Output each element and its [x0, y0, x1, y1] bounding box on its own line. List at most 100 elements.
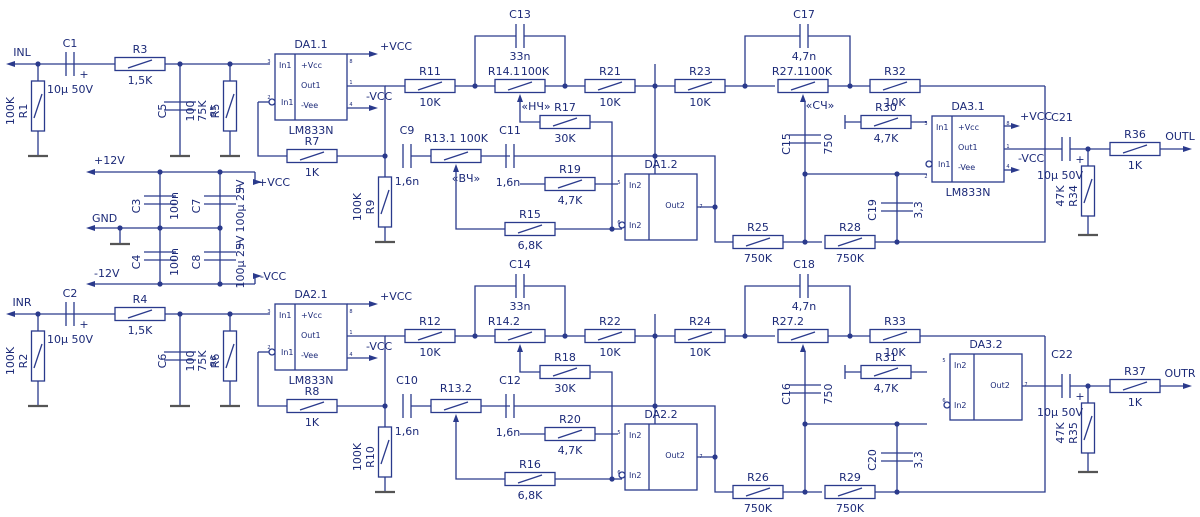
resistor-r4-mark [127, 309, 153, 319]
opamp-da32-inverting-marker [943, 401, 951, 409]
pot-label-sch: «СЧ» [806, 99, 835, 112]
opamp-da32-pin-in-neg: In2 [954, 401, 967, 410]
resistor-r10-ref: R10 [364, 446, 377, 468]
resistor-r4-value: 1,5K [128, 324, 153, 337]
resistor-r15-mark [517, 224, 543, 234]
resistor-r10-mark [380, 439, 390, 465]
wiper-arrow-icon [517, 344, 523, 352]
junction-dot [217, 281, 223, 287]
wire [590, 121, 613, 229]
wire [519, 352, 540, 373]
opamp-da32-pin-out: Out2 [990, 381, 1010, 390]
wire [875, 336, 1046, 493]
supply-arrow-icon [253, 273, 262, 279]
resistor-r21-value: 10K [599, 96, 621, 109]
opamp-da12-pin-in: In2 [629, 181, 642, 190]
capacitor-c1-value: 10µ 50V [47, 83, 93, 96]
resistor-r5-value: 75K [196, 100, 209, 122]
resistor-r142-mark [507, 331, 533, 341]
resistor-r11-ref: R11 [419, 65, 441, 78]
opamp-da11-pin-vcc: +Vcc [301, 61, 322, 70]
wire [524, 285, 566, 336]
resistor-r33-ref: R33 [884, 315, 906, 328]
resistor-r132-ref: R13.2 [440, 382, 472, 395]
wire [697, 456, 740, 493]
input-label-inr: INR [12, 296, 31, 309]
resistor-r6-ref: R6 [209, 354, 222, 369]
opamp-da31-pin-number: 8 [1006, 121, 1009, 127]
capacitor-c21-ref: C21 [1051, 111, 1073, 124]
resistor-r11-value: 10K [419, 96, 441, 109]
resistor-r7-value: 1K [305, 166, 320, 179]
resistor-r141-value: 100K [521, 65, 550, 78]
resistor-r10-value: 100K [351, 442, 364, 471]
resistor-r32-mark [882, 81, 908, 91]
opamp-da21-part: LM833N [289, 374, 334, 387]
resistor-r29-value: 750K [836, 502, 865, 515]
wire [697, 206, 740, 243]
opamp-da31-part: LM833N [946, 186, 991, 199]
opamp-da22-pin-number: 5 [617, 430, 620, 436]
opamp-da22 [624, 423, 698, 491]
capacitor-c22-ref: C22 [1051, 348, 1073, 361]
opamp-da22-pin-number: 7 [699, 454, 702, 460]
opamp-da21-pin-in1: In1 [279, 311, 292, 320]
opamp-da12-pin-number: 5 [617, 180, 620, 186]
plus-sign: + [79, 318, 88, 331]
resistor-r132-mark [443, 401, 469, 411]
capacitor-c15-ref: C15 [780, 133, 793, 155]
resistor-r15-ref: R15 [519, 208, 541, 221]
resistor-r26-mark [745, 487, 771, 497]
resistor-r5-mark [225, 93, 235, 119]
resistor-r6-value: 75K [196, 350, 209, 372]
resistor-r32-ref: R32 [884, 65, 906, 78]
capacitor-c16-value: 750 [822, 384, 835, 405]
capacitor-c10-value: 1,6n [395, 425, 419, 438]
opamp-da31-pin-vee: -Vee [958, 163, 975, 172]
resistor-r37-value: 1K [1128, 396, 1143, 409]
wire [524, 35, 566, 86]
resistor-r16-value: 6,8K [518, 489, 543, 502]
opamp-da31 [931, 115, 1005, 183]
wire [808, 285, 851, 336]
input-arrow-icon [6, 61, 15, 67]
resistor-r12-ref: R12 [419, 315, 441, 328]
opamp-da32-pin-number: 7 [1024, 382, 1027, 388]
input-label-inl: INL [13, 46, 31, 59]
wire [257, 102, 385, 157]
resistor-r7-mark [299, 151, 325, 161]
resistor-r24-ref: R24 [689, 315, 711, 328]
resistor-r17-value: 30K [554, 132, 576, 145]
resistor-r1-ref: R1 [17, 104, 30, 119]
resistor-r28-ref: R28 [839, 221, 861, 234]
opamp-da21-inverting-marker [268, 348, 276, 356]
resistor-r17-ref: R17 [554, 101, 576, 114]
opamp-da32 [949, 353, 1023, 421]
capacitor-c2-ref: C2 [63, 287, 78, 300]
resistor-r30-mark [873, 117, 899, 127]
plus-sign: + [79, 68, 88, 81]
resistor-r22-ref: R22 [599, 315, 621, 328]
capacitor-c13-value: 33n [510, 50, 531, 63]
wire [744, 35, 800, 86]
resistor-r26-value: 750K [744, 502, 773, 515]
opamp-da11-pin-number: 1 [349, 80, 352, 86]
resistor-r15-value: 6,8K [518, 239, 543, 252]
supply-label-mvcc: -VCC [1018, 152, 1045, 165]
wire [590, 371, 613, 479]
resistor-r6-mark [225, 343, 235, 369]
supply-label-pvcc: +VCC [380, 40, 412, 53]
supply-arrow-icon [86, 169, 95, 175]
capacitor-c14-ref: C14 [509, 258, 531, 271]
resistor-r3-mark [127, 59, 153, 69]
opamp-da31-ref: DA3.1 [951, 100, 984, 113]
opamp-da21-pin-number: 8 [349, 309, 352, 315]
opamp-da21-pin-number: 2 [267, 345, 270, 351]
capacitor-c22-value: 10µ 50V [1037, 406, 1083, 419]
resistor-r31-ref: R31 [875, 351, 897, 364]
wiper-arrow-icon [800, 344, 806, 352]
resistor-r8-ref: R8 [305, 385, 320, 398]
resistor-r6-ref2: R6 [209, 356, 218, 367]
supply-arrow-icon [1011, 167, 1020, 173]
resistor-r11-mark [417, 81, 443, 91]
